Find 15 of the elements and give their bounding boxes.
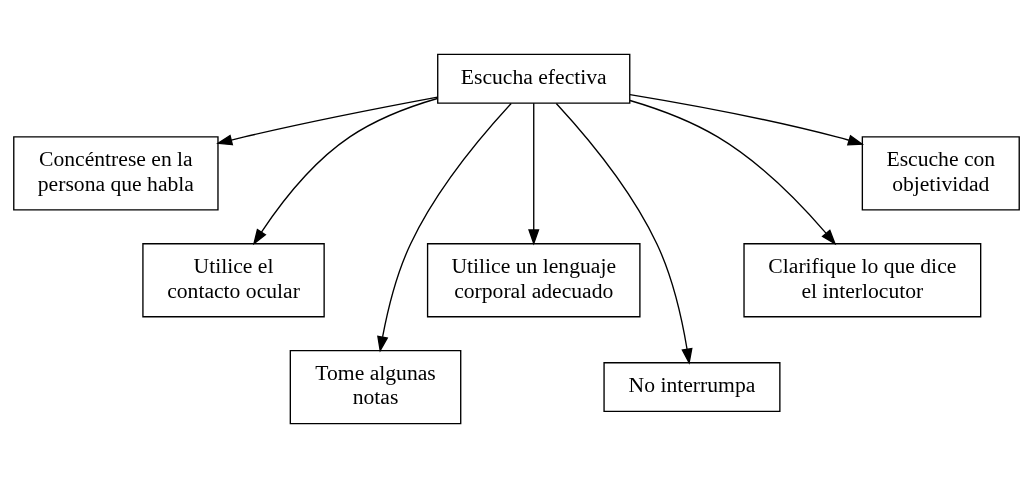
node-box: Clarifique lo que dice el interlocutor [743, 243, 982, 318]
arrow [528, 102, 540, 246]
node-box: Tome algunas notas [289, 349, 462, 425]
arrow [629, 99, 837, 246]
node-box: Utilice el contacto ocular [142, 243, 325, 318]
node-box: Utilice un lenguaje corporal adecuado [426, 243, 641, 318]
arrow [216, 96, 439, 146]
node-box: Escuche con objetividad [861, 136, 1020, 211]
node-box: No interrumpa [603, 362, 781, 413]
arrow [629, 93, 865, 146]
arrow [377, 102, 512, 353]
arrow [555, 102, 693, 365]
arrow [252, 97, 438, 246]
node-box: Escucha efectiva [437, 53, 631, 104]
node-box: Concéntrese en la persona que habla [13, 136, 219, 211]
